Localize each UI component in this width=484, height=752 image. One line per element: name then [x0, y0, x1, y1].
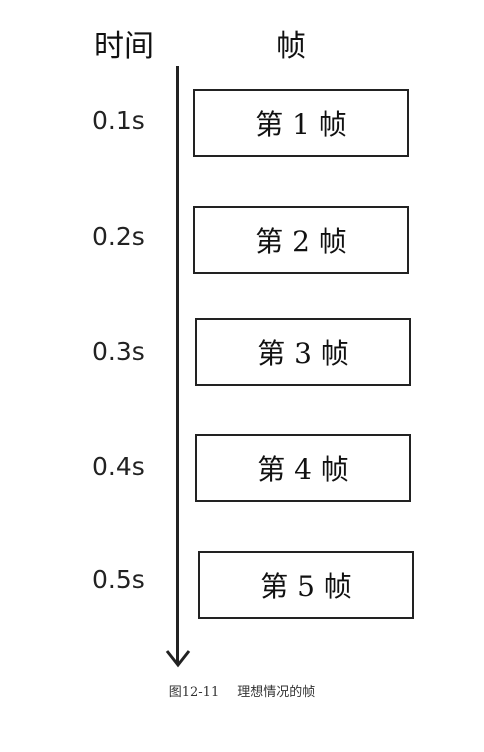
frame-box-1: 第 1 帧: [193, 89, 409, 157]
time-label-0-3s: 0.3s: [92, 337, 145, 366]
frame-column-header: 帧: [276, 29, 306, 64]
frame-box-3: 第 3 帧: [195, 318, 411, 386]
frame-box-4: 第 4 帧: [195, 434, 411, 502]
frame-box-2: 第 2 帧: [193, 206, 409, 274]
figure-number: 图12-11: [168, 685, 220, 700]
figure-caption-text: 理想情况的帧: [237, 685, 316, 700]
time-label-0-4s: 0.4s: [92, 452, 145, 481]
time-label-0-2s: 0.2s: [92, 222, 145, 251]
figure-caption: 图12-11 理想情况的帧: [0, 684, 484, 702]
time-column-header: 时间: [94, 29, 154, 64]
time-label-0-1s: 0.1s: [92, 106, 145, 135]
time-label-0-5s: 0.5s: [92, 565, 145, 594]
timeline-axis: [176, 66, 179, 664]
timeline-arrowhead-icon: [165, 650, 191, 668]
frame-box-5: 第 5 帧: [198, 551, 414, 619]
